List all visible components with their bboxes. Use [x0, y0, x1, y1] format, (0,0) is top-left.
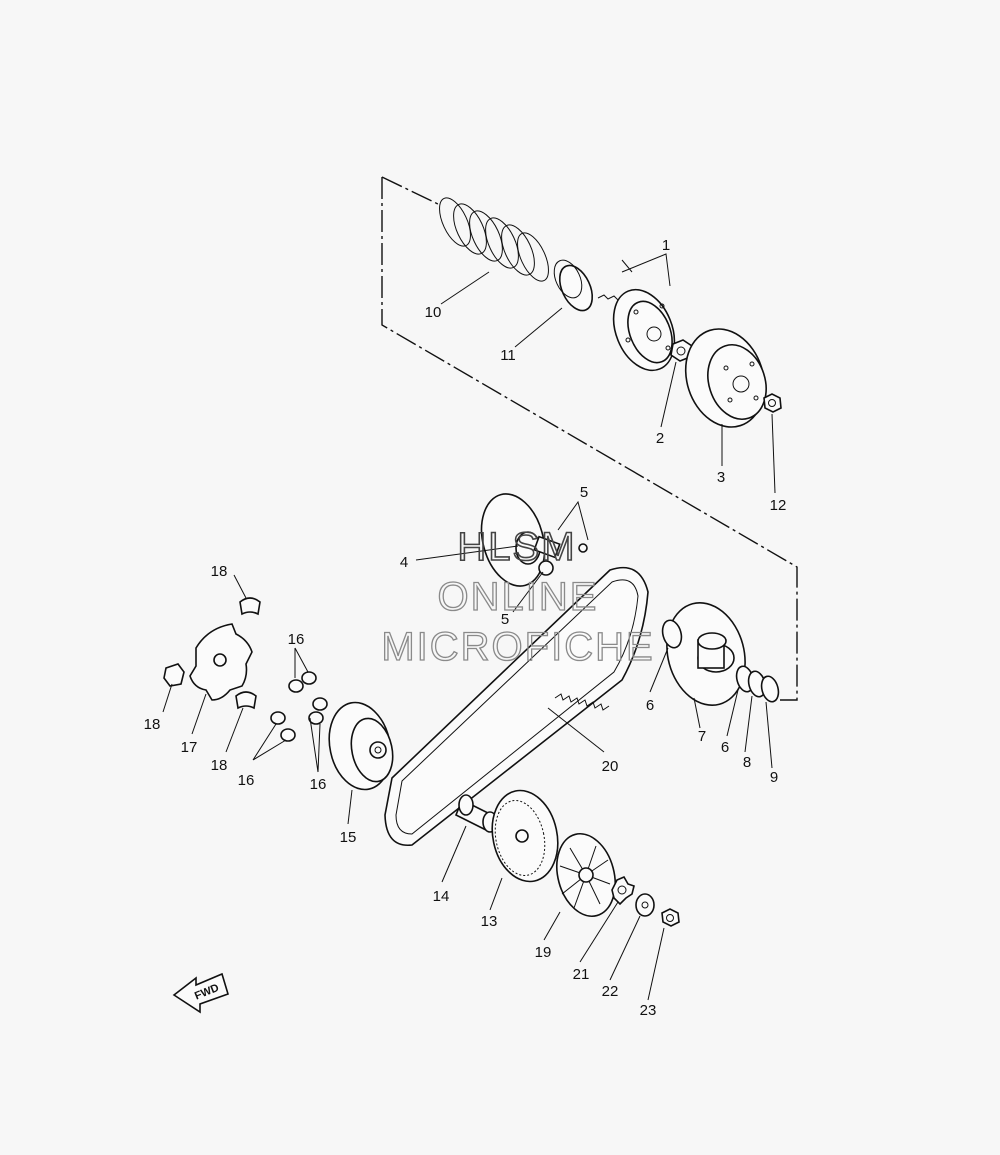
spacer-ring	[553, 259, 594, 312]
watermark-line-2: ONLINE	[438, 575, 599, 619]
primary-sliding-sheave	[491, 789, 559, 883]
callout-11: 11	[500, 347, 516, 364]
callout-21: 21	[573, 966, 590, 983]
starter-ratchet	[611, 875, 635, 906]
callout-6-right: 6	[721, 739, 729, 756]
o-rings	[661, 619, 780, 703]
assembly-boundary	[381, 176, 798, 701]
clutch-housing	[684, 328, 767, 428]
callout-1: 1	[662, 237, 670, 254]
guide-plate	[666, 602, 746, 706]
v-belt	[384, 566, 649, 846]
callout-14: 14	[433, 888, 450, 905]
clutch-carrier	[597, 288, 676, 372]
callout-13: 13	[481, 913, 498, 930]
fwd-arrow-icon	[172, 972, 229, 1014]
secondary-sheave	[480, 493, 588, 587]
callout-18-top: 18	[211, 563, 228, 580]
callout-9: 9	[770, 769, 778, 786]
cam-plate	[189, 623, 253, 701]
primary-nut	[661, 908, 680, 927]
watermark: HLSM ONLINE MICROFICHE	[381, 524, 654, 669]
callout-labels: 1 2 3 4 5 5 6 6 7 8 9 10 11 12 13 14 15 …	[144, 237, 787, 1019]
primary-fixed-sheave	[328, 701, 394, 791]
callout-22: 22	[602, 983, 619, 1000]
callout-15: 15	[340, 829, 357, 846]
callout-3: 3	[717, 469, 725, 486]
housing-nut	[763, 393, 782, 413]
callout-16-left: 16	[238, 772, 255, 789]
callout-5-bottom: 5	[501, 611, 509, 628]
callout-16-top: 16	[288, 631, 305, 648]
watermark-line-3: MICROFICHE	[381, 625, 654, 669]
watermark-line-1: HLSM	[457, 525, 576, 569]
clutch-spring	[439, 197, 549, 282]
callout-18-left: 18	[144, 716, 161, 733]
collar	[454, 794, 498, 833]
callout-5-top: 5	[580, 484, 588, 501]
callout-18-bottom: 18	[211, 757, 228, 774]
callout-17: 17	[181, 739, 198, 756]
leader-lines	[162, 253, 776, 1001]
callout-12: 12	[770, 497, 787, 514]
callout-8: 8	[743, 754, 751, 771]
callout-4: 4	[400, 554, 408, 571]
washer	[635, 893, 655, 917]
weight-rollers	[270, 671, 328, 742]
callout-7: 7	[698, 728, 706, 745]
callout-2: 2	[656, 430, 664, 447]
slider-pieces	[163, 597, 261, 710]
cooling-fan	[556, 832, 616, 918]
callout-19: 19	[535, 944, 552, 961]
callout-16-right: 16	[310, 776, 327, 793]
callout-20: 20	[602, 758, 619, 775]
callout-23: 23	[640, 1002, 657, 1019]
callout-6-left: 6	[646, 697, 654, 714]
callout-10: 10	[425, 304, 442, 321]
